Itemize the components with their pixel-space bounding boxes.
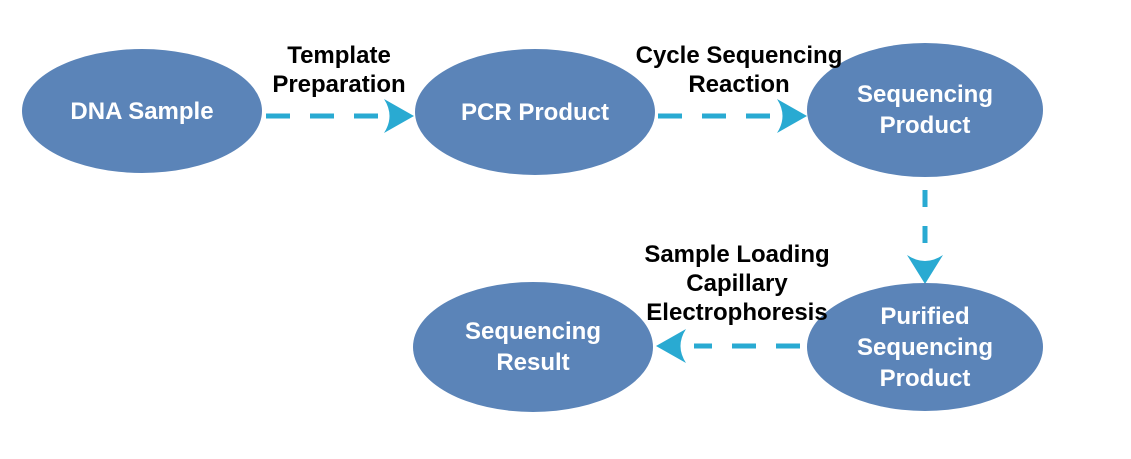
node-purified-sequencing-product: Purified Sequencing Product bbox=[807, 283, 1043, 411]
node-dna-sample-label: DNA Sample bbox=[70, 97, 214, 125]
node-pcr-product-label: PCR Product bbox=[460, 98, 609, 126]
arrow-dna-to-pcr bbox=[266, 99, 414, 133]
edge-label-template-preparation: Template Preparation bbox=[272, 42, 406, 98]
edge-label-cycle-sequencing-reaction: Cycle Sequencing Reaction bbox=[635, 42, 843, 98]
arrow-pcr-to-sequencing-product bbox=[658, 99, 807, 133]
node-purified-sequencing-product-label: Purified Sequencing Product bbox=[856, 302, 994, 392]
node-pcr-product: PCR Product bbox=[415, 49, 655, 175]
edge-label-sample-loading-capillary-electrophoresis: Sample Loading Capillary Electrophoresis bbox=[644, 241, 830, 326]
arrow-right-icon bbox=[384, 99, 414, 133]
arrow-down-icon bbox=[907, 255, 943, 284]
node-sequencing-result-label: Sequencing Result bbox=[464, 318, 602, 376]
node-sequencing-result: Sequencing Result bbox=[413, 282, 653, 412]
node-dna-sample: DNA Sample bbox=[22, 49, 262, 173]
arrow-left-icon bbox=[656, 329, 686, 363]
node-sequencing-product: Sequencing Product bbox=[807, 43, 1043, 177]
node-sequencing-product-label: Sequencing Product bbox=[856, 81, 994, 139]
arrow-purified-to-result bbox=[656, 329, 800, 363]
arrow-right-icon bbox=[777, 99, 807, 133]
arrow-sequencing-product-to-purified bbox=[907, 190, 943, 284]
